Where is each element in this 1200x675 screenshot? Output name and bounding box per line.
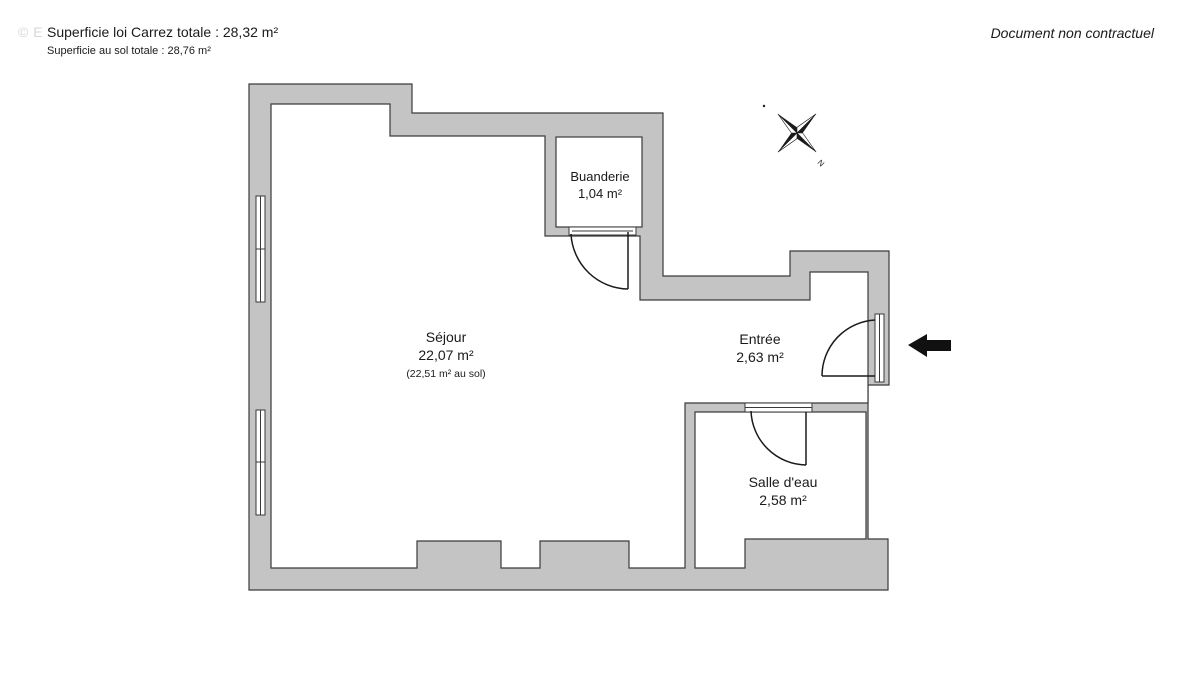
compass-rose-icon [777,113,817,153]
salle-eau-floor [694,411,867,569]
compass-tick [762,104,766,108]
sejour-note: (22,51 m² au sol) [406,368,485,380]
salle-eau-name: Salle d'eau [749,474,818,490]
sejour-floor [270,103,869,569]
window-left-top [255,195,266,303]
buanderie-area: 1,04 m² [578,186,623,201]
buanderie-name: Buanderie [570,169,629,184]
disclaimer: Document non contractuel [990,25,1154,41]
sejour-area: 22,07 m² [418,347,474,363]
header: Superficie loi Carrez totale : 28,32 m² … [47,24,278,58]
sejour-name: Séjour [426,329,467,345]
buanderie-door [568,226,637,290]
buanderie-floor [555,136,643,228]
window-left-bottom [255,409,266,516]
ground-total: Superficie au sol totale : 28,76 m² [47,45,211,57]
entree-area: 2,63 m² [736,349,784,365]
watermark: © E [18,24,44,40]
entree-door [821,313,885,383]
salle-eau-door [744,402,813,466]
entrance-arrow-icon [908,334,951,357]
salle-eau-area: 2,58 m² [759,492,807,508]
carrez-total: Superficie loi Carrez totale : 28,32 m² [47,24,279,40]
compass-north-label: N [816,158,827,169]
entree-name: Entrée [739,331,780,347]
